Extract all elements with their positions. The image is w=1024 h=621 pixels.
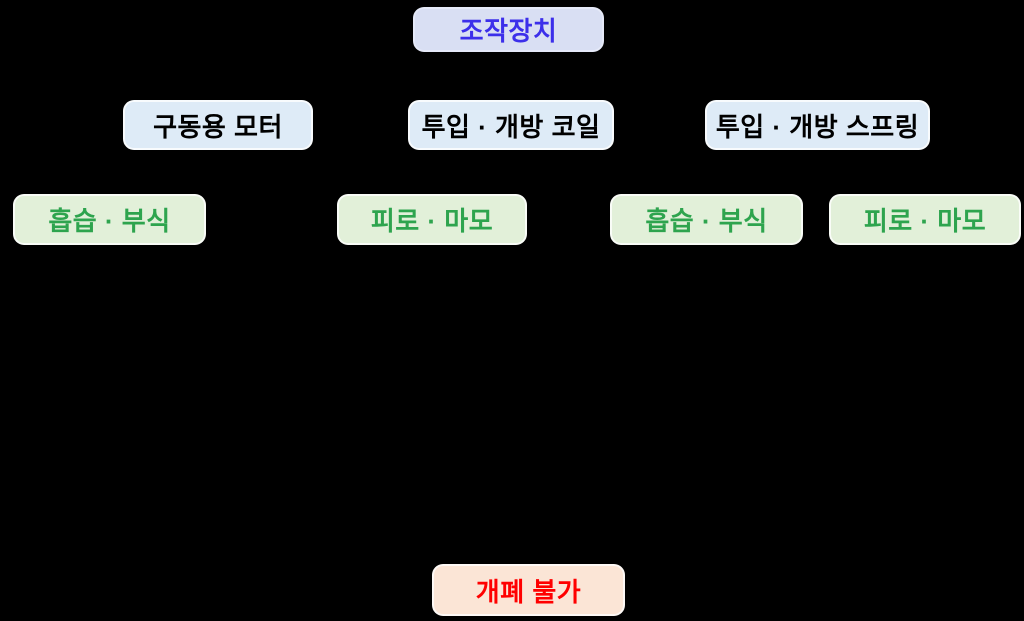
- node-fatigue-wear-right: 피로 · 마모: [829, 194, 1021, 245]
- node-fatigue-wear-left: 피로 · 마모: [337, 194, 527, 245]
- node-drive-motor: 구동용 모터: [123, 100, 313, 150]
- node-close-open-coil: 투입 · 개방 코일: [408, 100, 614, 150]
- node-control-device: 조작장치: [413, 7, 604, 52]
- node-moisture-corrosion-right: 흡습 · 부식: [610, 194, 803, 245]
- node-cannot-open-close: 개폐 불가: [432, 564, 625, 616]
- node-close-open-spring: 투입 · 개방 스프링: [705, 100, 930, 150]
- node-moisture-corrosion-left: 흡습 · 부식: [13, 194, 206, 245]
